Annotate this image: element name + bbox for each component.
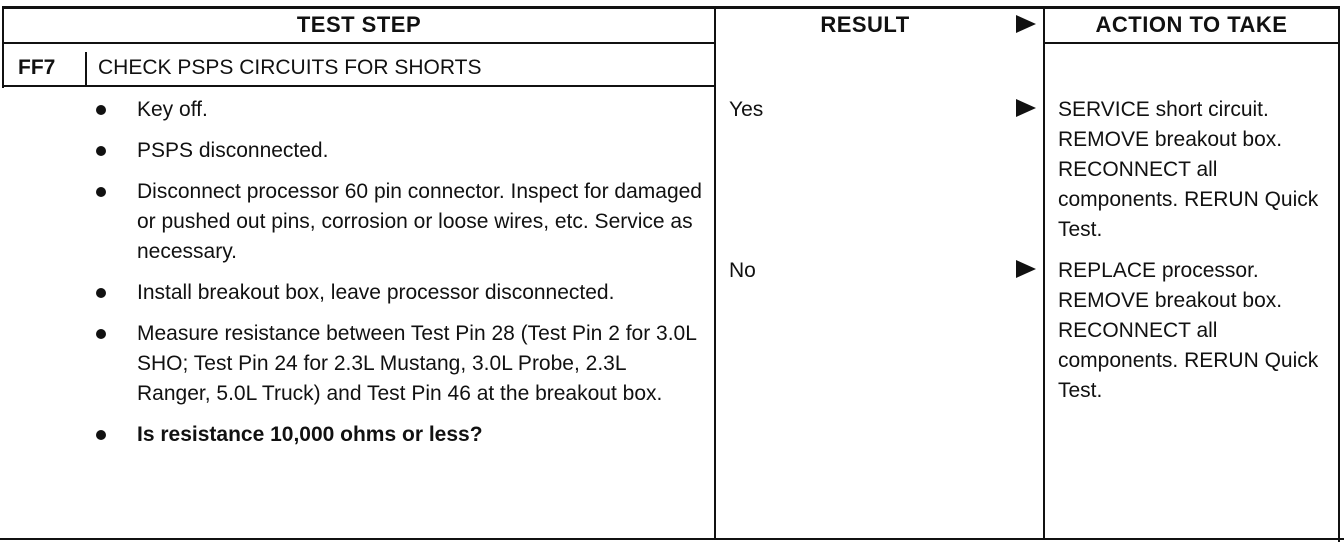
bullet-item: PSPS disconnected.	[92, 136, 702, 166]
column-divider-1	[714, 8, 716, 540]
top-rule	[2, 6, 1340, 9]
step-title-rule	[2, 85, 716, 87]
step-code: FF7	[18, 56, 56, 79]
header-arrow-icon	[1016, 15, 1036, 33]
result-no: No	[729, 259, 756, 282]
bullet-item: Install breakout box, leave processor di…	[92, 278, 702, 308]
result-yes: Yes	[729, 98, 764, 121]
header-rule-right	[1043, 42, 1340, 44]
header-action: ACTION TO TAKE	[1095, 12, 1288, 37]
result-yes-arrow-icon	[1016, 99, 1036, 117]
right-border	[1338, 6, 1340, 542]
action-yes: SERVICE short circuit. REMOVE breakout b…	[1058, 98, 1319, 241]
step-bullet-list: Key off. PSPS disconnected. Disconnect p…	[92, 95, 702, 461]
bottom-rule	[0, 538, 1344, 540]
bullet-item: Key off.	[92, 95, 702, 125]
step-title: CHECK PSPS CIRCUITS FOR SHORTS	[98, 56, 482, 79]
bullet-item: Measure resistance between Test Pin 28 (…	[92, 319, 702, 409]
column-divider-2	[1043, 8, 1045, 540]
left-border	[2, 6, 4, 88]
code-divider	[85, 52, 87, 86]
header-rule-left	[2, 42, 716, 44]
result-no-arrow-icon	[1016, 260, 1036, 278]
bullet-question: Is resistance 10,000 ohms or less?	[92, 420, 702, 450]
header-test-step: TEST STEP	[296, 12, 422, 37]
header-result: RESULT	[820, 12, 910, 37]
action-no: REPLACE processor. REMOVE breakout box. …	[1058, 259, 1319, 402]
bullet-item: Disconnect processor 60 pin connector. I…	[92, 177, 702, 267]
